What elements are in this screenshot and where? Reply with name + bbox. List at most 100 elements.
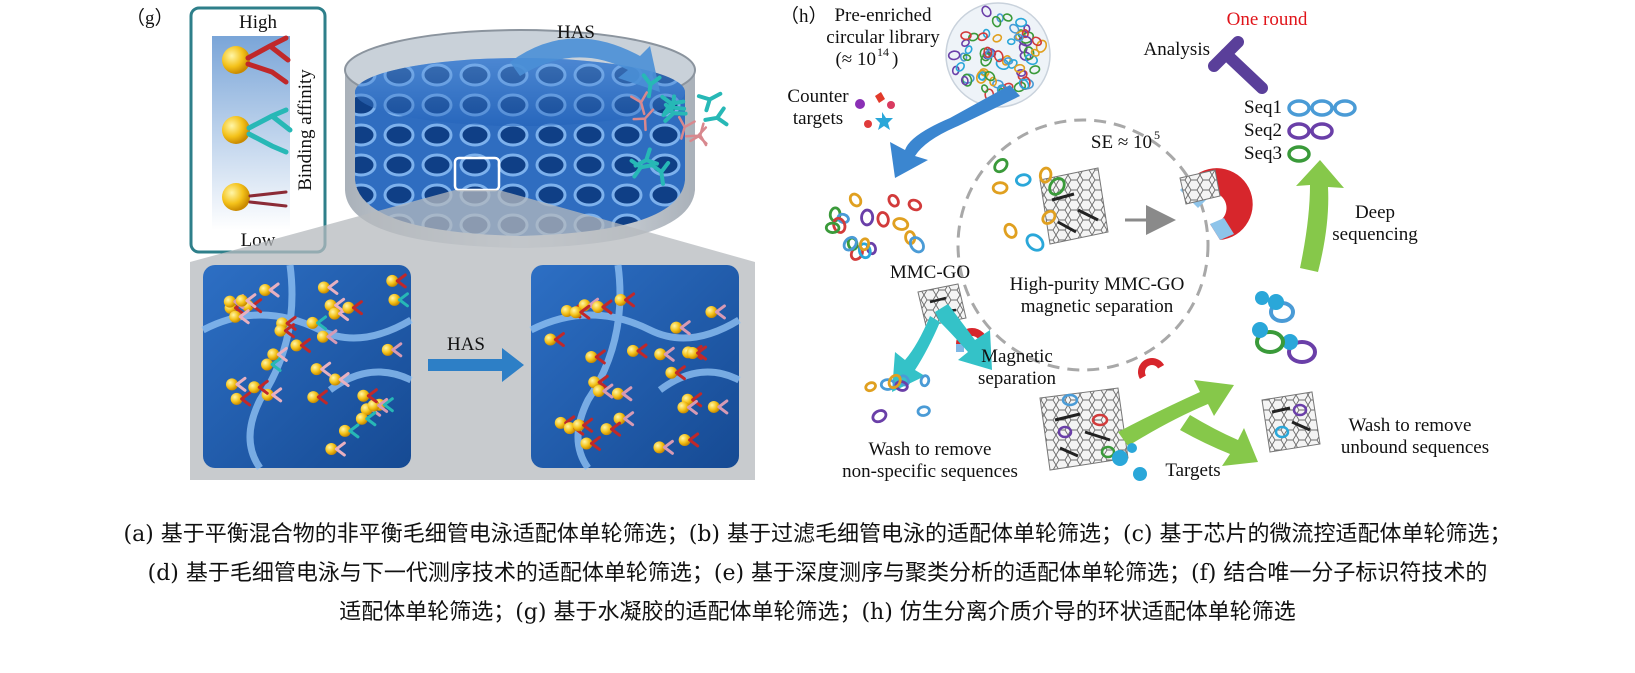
bead-icon — [585, 350, 598, 363]
has-arrow-middle: HAS — [428, 334, 524, 382]
bound-antibody-icon — [391, 342, 403, 358]
library-close: ) — [892, 49, 898, 70]
bead-icon — [653, 441, 666, 454]
sequence-ring-icon — [871, 409, 888, 424]
library-ring-icon — [959, 52, 968, 62]
has-top-label: HAS — [557, 22, 595, 43]
bead-icon — [665, 366, 678, 379]
bound-antibody-icon — [245, 293, 257, 309]
seq-rings-icon — [1287, 99, 1357, 163]
bead-icon — [225, 378, 238, 391]
sequence-ring-icon — [991, 181, 1009, 195]
bead-icon — [310, 363, 323, 376]
bead-icon — [329, 373, 342, 386]
panel-h: （h） Pre-enriched circular library (≈ 10 … — [780, 2, 1489, 482]
library-ring-icon — [955, 61, 965, 72]
affinity-high-label: High — [239, 12, 278, 33]
bound-antibody-icon — [338, 372, 350, 388]
binding-affinity-axis-label: Binding affinity — [295, 69, 316, 191]
bead-cluster-before — [223, 273, 409, 457]
library-ring-icon — [964, 45, 973, 55]
sequence-ring-icon — [842, 235, 858, 252]
library-ring-icon — [1018, 78, 1030, 90]
library-ring-icon — [1021, 29, 1029, 39]
mmcgo-label: MMC-GO — [890, 262, 970, 283]
sequence-ring-icon — [1014, 173, 1032, 187]
bead-icon — [614, 293, 627, 306]
magnetic-separation-line2: separation — [978, 368, 1057, 389]
sequence-ring-icon — [1038, 166, 1053, 184]
bead-icon — [381, 343, 394, 356]
bound-antibody-icon — [351, 300, 363, 316]
bound-antibody-icon — [553, 332, 565, 348]
bound-antibody-icon — [299, 337, 311, 353]
library-ring-icon — [960, 75, 969, 86]
library-ring-icon — [983, 46, 993, 59]
bead-icon — [678, 433, 691, 446]
bead-icon — [223, 295, 236, 308]
bound-antibody-icon — [326, 329, 338, 345]
wash-unbound-line1: Wash to remove — [1349, 415, 1472, 436]
free-antibody-icon — [677, 115, 696, 140]
bead-icon — [328, 307, 341, 320]
bound-antibody-icon — [621, 386, 633, 402]
bead-icon — [611, 387, 624, 400]
seq1-label: Seq1 — [1244, 97, 1282, 118]
gel-zoom-before — [201, 264, 413, 471]
bound-complexes-icon — [1252, 291, 1317, 364]
flow-arrow-teal-split — [892, 304, 992, 392]
bound-antibody-icon — [268, 282, 280, 298]
library-ring-icon — [981, 84, 989, 93]
library-ring-icon — [1013, 33, 1024, 42]
target-stars-icon — [1112, 443, 1147, 481]
sequence-ring-icon — [887, 193, 900, 208]
sequence-ring-icon — [832, 216, 847, 234]
has-arrow-top: HAS — [510, 22, 660, 92]
bound-antibody-icon — [316, 315, 328, 331]
binding-affinity-box: High Low Binding affinity — [189, 6, 327, 254]
library-ring-icon — [1013, 81, 1027, 93]
bead-icon — [569, 306, 582, 319]
free-antibody-icon — [629, 158, 655, 179]
bead-icon — [259, 283, 272, 296]
library-ring-icon — [1006, 38, 1016, 46]
library-ring-icon — [977, 32, 988, 42]
wash-nonspecific-line1: Wash to remove — [869, 439, 992, 460]
cycle-dashed-circle — [956, 118, 1210, 372]
sequence-ring-icon — [836, 212, 850, 224]
one-round-label: One round — [1227, 9, 1308, 30]
library-ring-icon — [1020, 31, 1035, 44]
bead-icon — [274, 324, 287, 337]
bound-antibody-icon — [377, 397, 389, 413]
library-label-line2: circular library — [826, 27, 940, 48]
library-ring-icon — [984, 71, 996, 82]
sequence-ring-icon — [857, 242, 872, 260]
bead-icon — [627, 344, 640, 357]
library-ring-icon — [1031, 36, 1043, 47]
bead-icon — [592, 385, 605, 398]
bound-antibody-icon — [636, 343, 648, 359]
bound-antibody-icon — [334, 441, 346, 457]
bound-antibody-icon — [601, 299, 613, 315]
library-ring-icon — [992, 34, 1003, 43]
bound-antibody-icon — [582, 417, 594, 433]
large-magnet-icon — [1179, 168, 1253, 240]
bound-antibody-icon — [597, 374, 609, 390]
bead-icon — [342, 301, 355, 314]
library-ring-icon — [1023, 46, 1035, 61]
seq2-label: Seq2 — [1244, 120, 1282, 141]
sequence-ring-icon — [887, 373, 902, 390]
bead-icon — [705, 305, 718, 318]
sequence-ring-icon — [1041, 209, 1057, 225]
antibody-low-icon — [248, 190, 288, 208]
library-exponent: 14 — [877, 45, 889, 59]
sequence-ring-icon — [892, 217, 910, 231]
bead-icon — [235, 294, 248, 307]
library-ring-icon — [1018, 35, 1033, 47]
sequence-ring-icon — [1025, 233, 1045, 252]
bound-antibody-icon — [320, 361, 332, 377]
library-ring-icon — [1002, 13, 1013, 22]
bead-icon — [229, 310, 242, 323]
bead-icon — [355, 412, 368, 425]
bound-antibody-icon — [610, 421, 622, 437]
